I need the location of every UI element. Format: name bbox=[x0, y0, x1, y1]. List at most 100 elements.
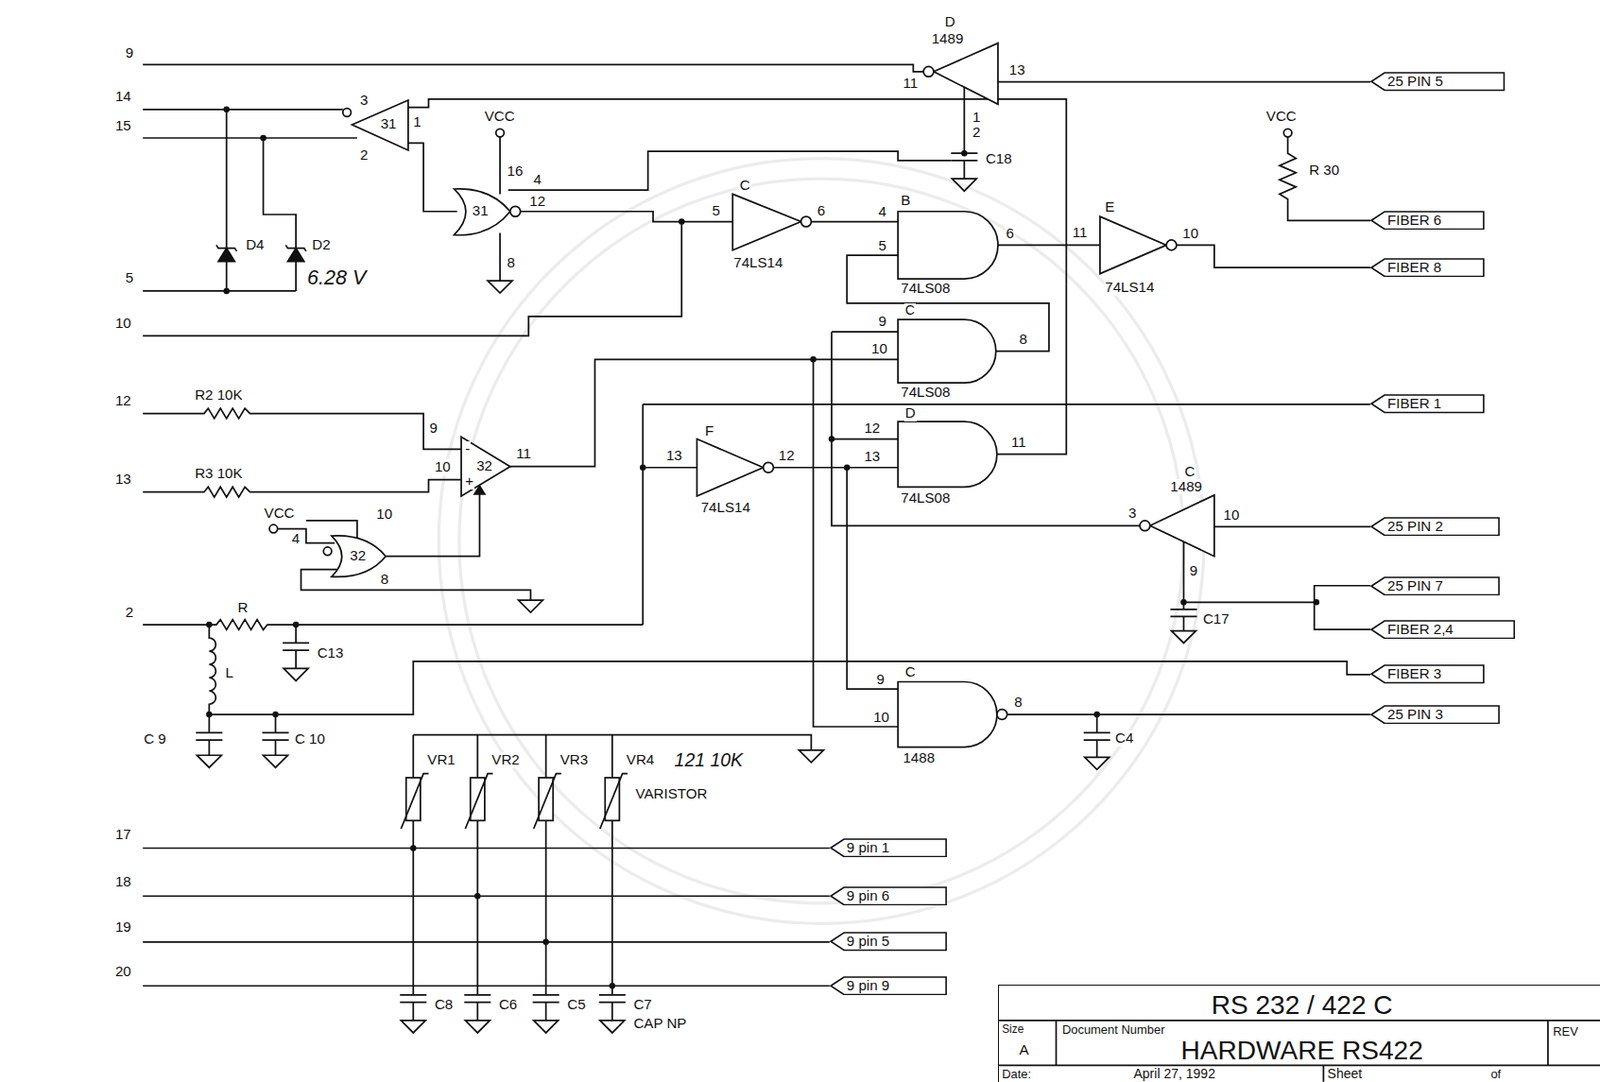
schematic-label: 3 bbox=[1127, 505, 1137, 522]
schematic-label: R2 10K bbox=[193, 387, 243, 404]
schematic-label: 1 bbox=[412, 114, 422, 131]
offpage-connector: FIBER 2,4 bbox=[1370, 619, 1515, 640]
schematic-label: 2 bbox=[971, 124, 981, 141]
logic-gate bbox=[1150, 495, 1215, 557]
schematic-label: 74LS14 bbox=[732, 255, 784, 272]
schematic-label: R bbox=[236, 600, 249, 617]
wire bbox=[642, 404, 1371, 625]
schematic-label: VR1 bbox=[426, 752, 456, 769]
schematic-label: R3 10K bbox=[193, 465, 243, 482]
connector-label: FIBER 1 bbox=[1370, 394, 1485, 414]
schematic-label: 2 bbox=[124, 604, 135, 621]
schematic-label: 8 bbox=[1018, 331, 1029, 348]
schematic-label: 9 bbox=[428, 420, 438, 437]
schematic-label: 74LS08 bbox=[899, 280, 951, 297]
junction-dot bbox=[272, 711, 278, 718]
logic-gate bbox=[997, 709, 1008, 721]
offpage-connector: FIBER 1 bbox=[1370, 394, 1485, 414]
schematic-label: C 9 bbox=[142, 731, 168, 748]
junction-dot bbox=[609, 982, 616, 989]
ground-symbol bbox=[487, 280, 513, 293]
zener-diode bbox=[287, 248, 304, 262]
wire bbox=[773, 467, 898, 689]
schematic-label: 13 bbox=[114, 471, 133, 488]
schematic-label: C8 bbox=[433, 997, 454, 1014]
ground-symbol bbox=[517, 600, 543, 613]
title-block-text: Size bbox=[1001, 1023, 1024, 1035]
wire bbox=[195, 714, 223, 756]
title-block: RS 232 / 422 CSizeADocument NumberHARDWA… bbox=[997, 984, 1600, 1082]
vcc-terminal bbox=[269, 524, 278, 534]
schematic-label: VR2 bbox=[490, 752, 520, 769]
schematic-label: 9 bbox=[124, 45, 135, 62]
wire bbox=[142, 847, 830, 986]
junction-dot bbox=[474, 893, 481, 899]
schematic-label: 12 bbox=[862, 420, 881, 437]
junction-dot bbox=[410, 844, 416, 851]
schematic-label: C 10 bbox=[293, 731, 327, 748]
schematic-label: 3 bbox=[359, 92, 369, 109]
junction-dot bbox=[259, 135, 266, 141]
schematic-label: R 30 bbox=[1307, 162, 1341, 179]
watermark bbox=[438, 158, 1205, 925]
varistor-symbol bbox=[400, 774, 429, 829]
schematic-label: E bbox=[1103, 199, 1116, 216]
title-block-text: A bbox=[1019, 1042, 1030, 1058]
logic-gate bbox=[933, 43, 998, 105]
schematic-label: C bbox=[904, 664, 917, 681]
ground-symbol bbox=[196, 755, 222, 768]
schematic-label: 12 bbox=[777, 447, 796, 465]
schematic-label: 6.28 V bbox=[306, 266, 367, 290]
logic-gate bbox=[1100, 216, 1167, 274]
schematic-label: 2 bbox=[359, 147, 369, 164]
title-block-text: HARDWARE RS422 bbox=[1180, 1036, 1423, 1065]
offpage-connector: 25 PIN 7 bbox=[1370, 576, 1500, 597]
logic-gate bbox=[923, 66, 934, 77]
schematic-label: 14 bbox=[114, 88, 133, 105]
wire bbox=[142, 109, 296, 292]
ground-symbol bbox=[1171, 631, 1197, 644]
junction-dot bbox=[843, 464, 850, 471]
junction-dot bbox=[542, 939, 549, 946]
wire bbox=[142, 64, 924, 72]
junction-dot bbox=[1180, 599, 1187, 605]
logic-gate bbox=[1166, 240, 1177, 251]
junction-dot bbox=[828, 435, 835, 442]
logic-gate bbox=[343, 108, 352, 118]
junction-dot bbox=[809, 356, 816, 362]
connector-label: FIBER 3 bbox=[1370, 664, 1485, 685]
wire bbox=[810, 221, 898, 224]
schematic-label: 1 bbox=[971, 109, 981, 126]
schematic-label: 1488 bbox=[901, 750, 936, 767]
schematic-label: VR3 bbox=[559, 752, 589, 769]
wire bbox=[1176, 244, 1371, 268]
schematic-label: 10 bbox=[1181, 225, 1200, 242]
wire bbox=[142, 222, 682, 337]
wire bbox=[520, 211, 734, 223]
schematic-label: 10 bbox=[114, 315, 133, 332]
schematic-label: 1489 bbox=[1169, 479, 1204, 496]
ground-symbol bbox=[263, 755, 289, 768]
wire bbox=[997, 81, 1371, 84]
schematic-label: VCC bbox=[483, 108, 517, 125]
wire bbox=[142, 408, 462, 449]
wire bbox=[997, 1020, 1600, 1082]
offpage-connector: 25 PIN 2 bbox=[1370, 516, 1500, 537]
logic-gate bbox=[897, 211, 998, 279]
logic-gate bbox=[763, 462, 775, 473]
schematic-label: 19 bbox=[114, 919, 133, 936]
schematic-label: 13 bbox=[1008, 62, 1027, 79]
logic-gate bbox=[510, 206, 521, 217]
logic-gate bbox=[732, 193, 801, 250]
schematic-label: 13 bbox=[862, 448, 881, 465]
junction-dot bbox=[678, 218, 685, 224]
offpage-connector: 25 PIN 5 bbox=[1370, 71, 1506, 92]
schematic-label: L bbox=[224, 665, 235, 682]
offpage-connector: 9 pin 1 bbox=[829, 838, 947, 859]
junction-dot bbox=[961, 150, 967, 156]
wire bbox=[1169, 542, 1197, 632]
title-block-text: RS 232 / 422 C bbox=[1211, 991, 1394, 1019]
logic-gate bbox=[461, 436, 511, 497]
schematic-label: 5 bbox=[711, 203, 722, 220]
